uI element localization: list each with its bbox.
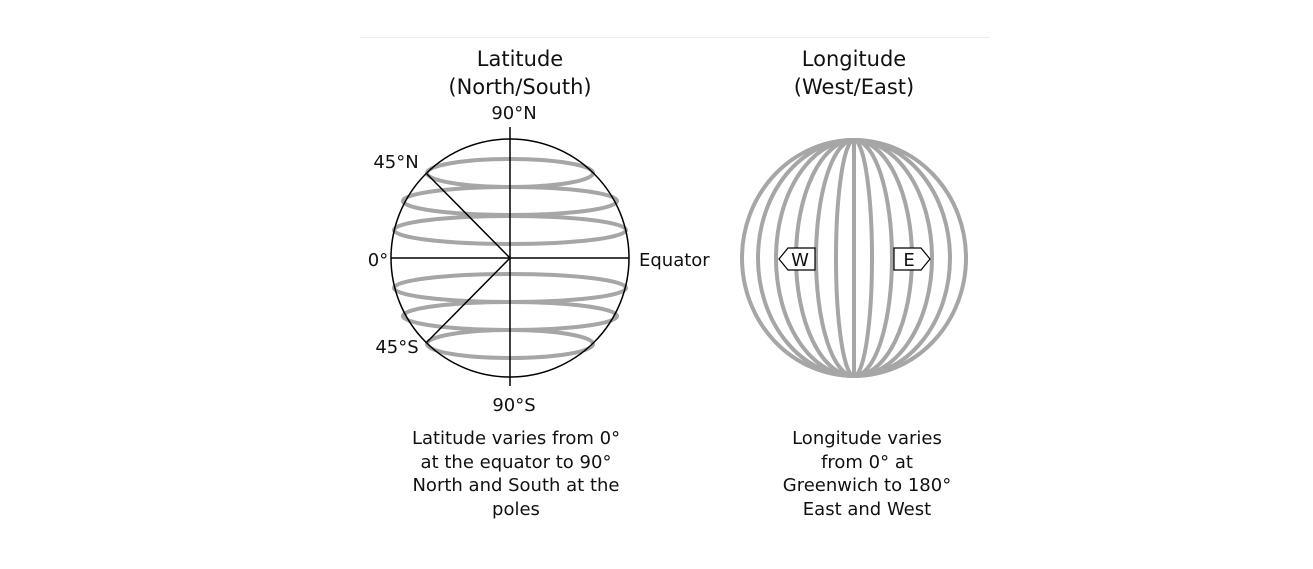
longitude-caption-line4: East and West (802, 498, 932, 520)
longitude-caption-line3: Greenwich to 180° (782, 475, 952, 496)
label-equator-zero: 0° (368, 250, 388, 271)
west-marker: W (778, 247, 816, 271)
longitude-title-line1: Longitude (801, 47, 907, 71)
latitude-caption-line2: at the equator to 90° (420, 451, 612, 473)
latitude-caption-line3: North and South at the (412, 475, 620, 496)
longitude-caption-line1: Longitude varies (792, 428, 942, 449)
label-45-south: 45°S (375, 337, 418, 358)
latitude-title-line2: (North/South) (448, 75, 592, 99)
ray-45-south (425, 257, 511, 344)
label-north-pole: 90°N (491, 103, 536, 124)
east-marker: E (893, 247, 931, 271)
longitude-caption-line2: from 0° at (821, 451, 913, 473)
latitude-caption: Latitude varies from 0° at the equator t… (386, 427, 646, 521)
label-south-pole: 90°S (492, 395, 535, 416)
longitude-globe: W E (740, 138, 968, 378)
longitude-meridians (740, 138, 968, 378)
longitude-caption: Longitude varies from 0° at Greenwich to… (737, 427, 997, 521)
east-label: E (903, 250, 914, 271)
west-marker-shape (778, 247, 816, 271)
latitude-caption-line1: Latitude varies from 0° (411, 428, 621, 449)
ray-45-north (425, 172, 511, 259)
longitude-title-line2: (West/East) (793, 75, 915, 99)
west-label: W (791, 250, 809, 271)
longitude-title: Longitude (West/East) (724, 45, 984, 101)
label-equator: Equator (639, 250, 710, 271)
east-marker-shape (893, 247, 931, 271)
latitude-caption-line4: poles (492, 498, 540, 520)
latitude-title: Latitude (North/South) (390, 45, 650, 101)
latitude-title-line1: Latitude (476, 47, 564, 71)
latitude-globe: 90°N 45°N 0° Equator 45°S 90°S (368, 103, 711, 416)
label-45-north: 45°N (373, 152, 418, 173)
top-divider (360, 37, 990, 38)
